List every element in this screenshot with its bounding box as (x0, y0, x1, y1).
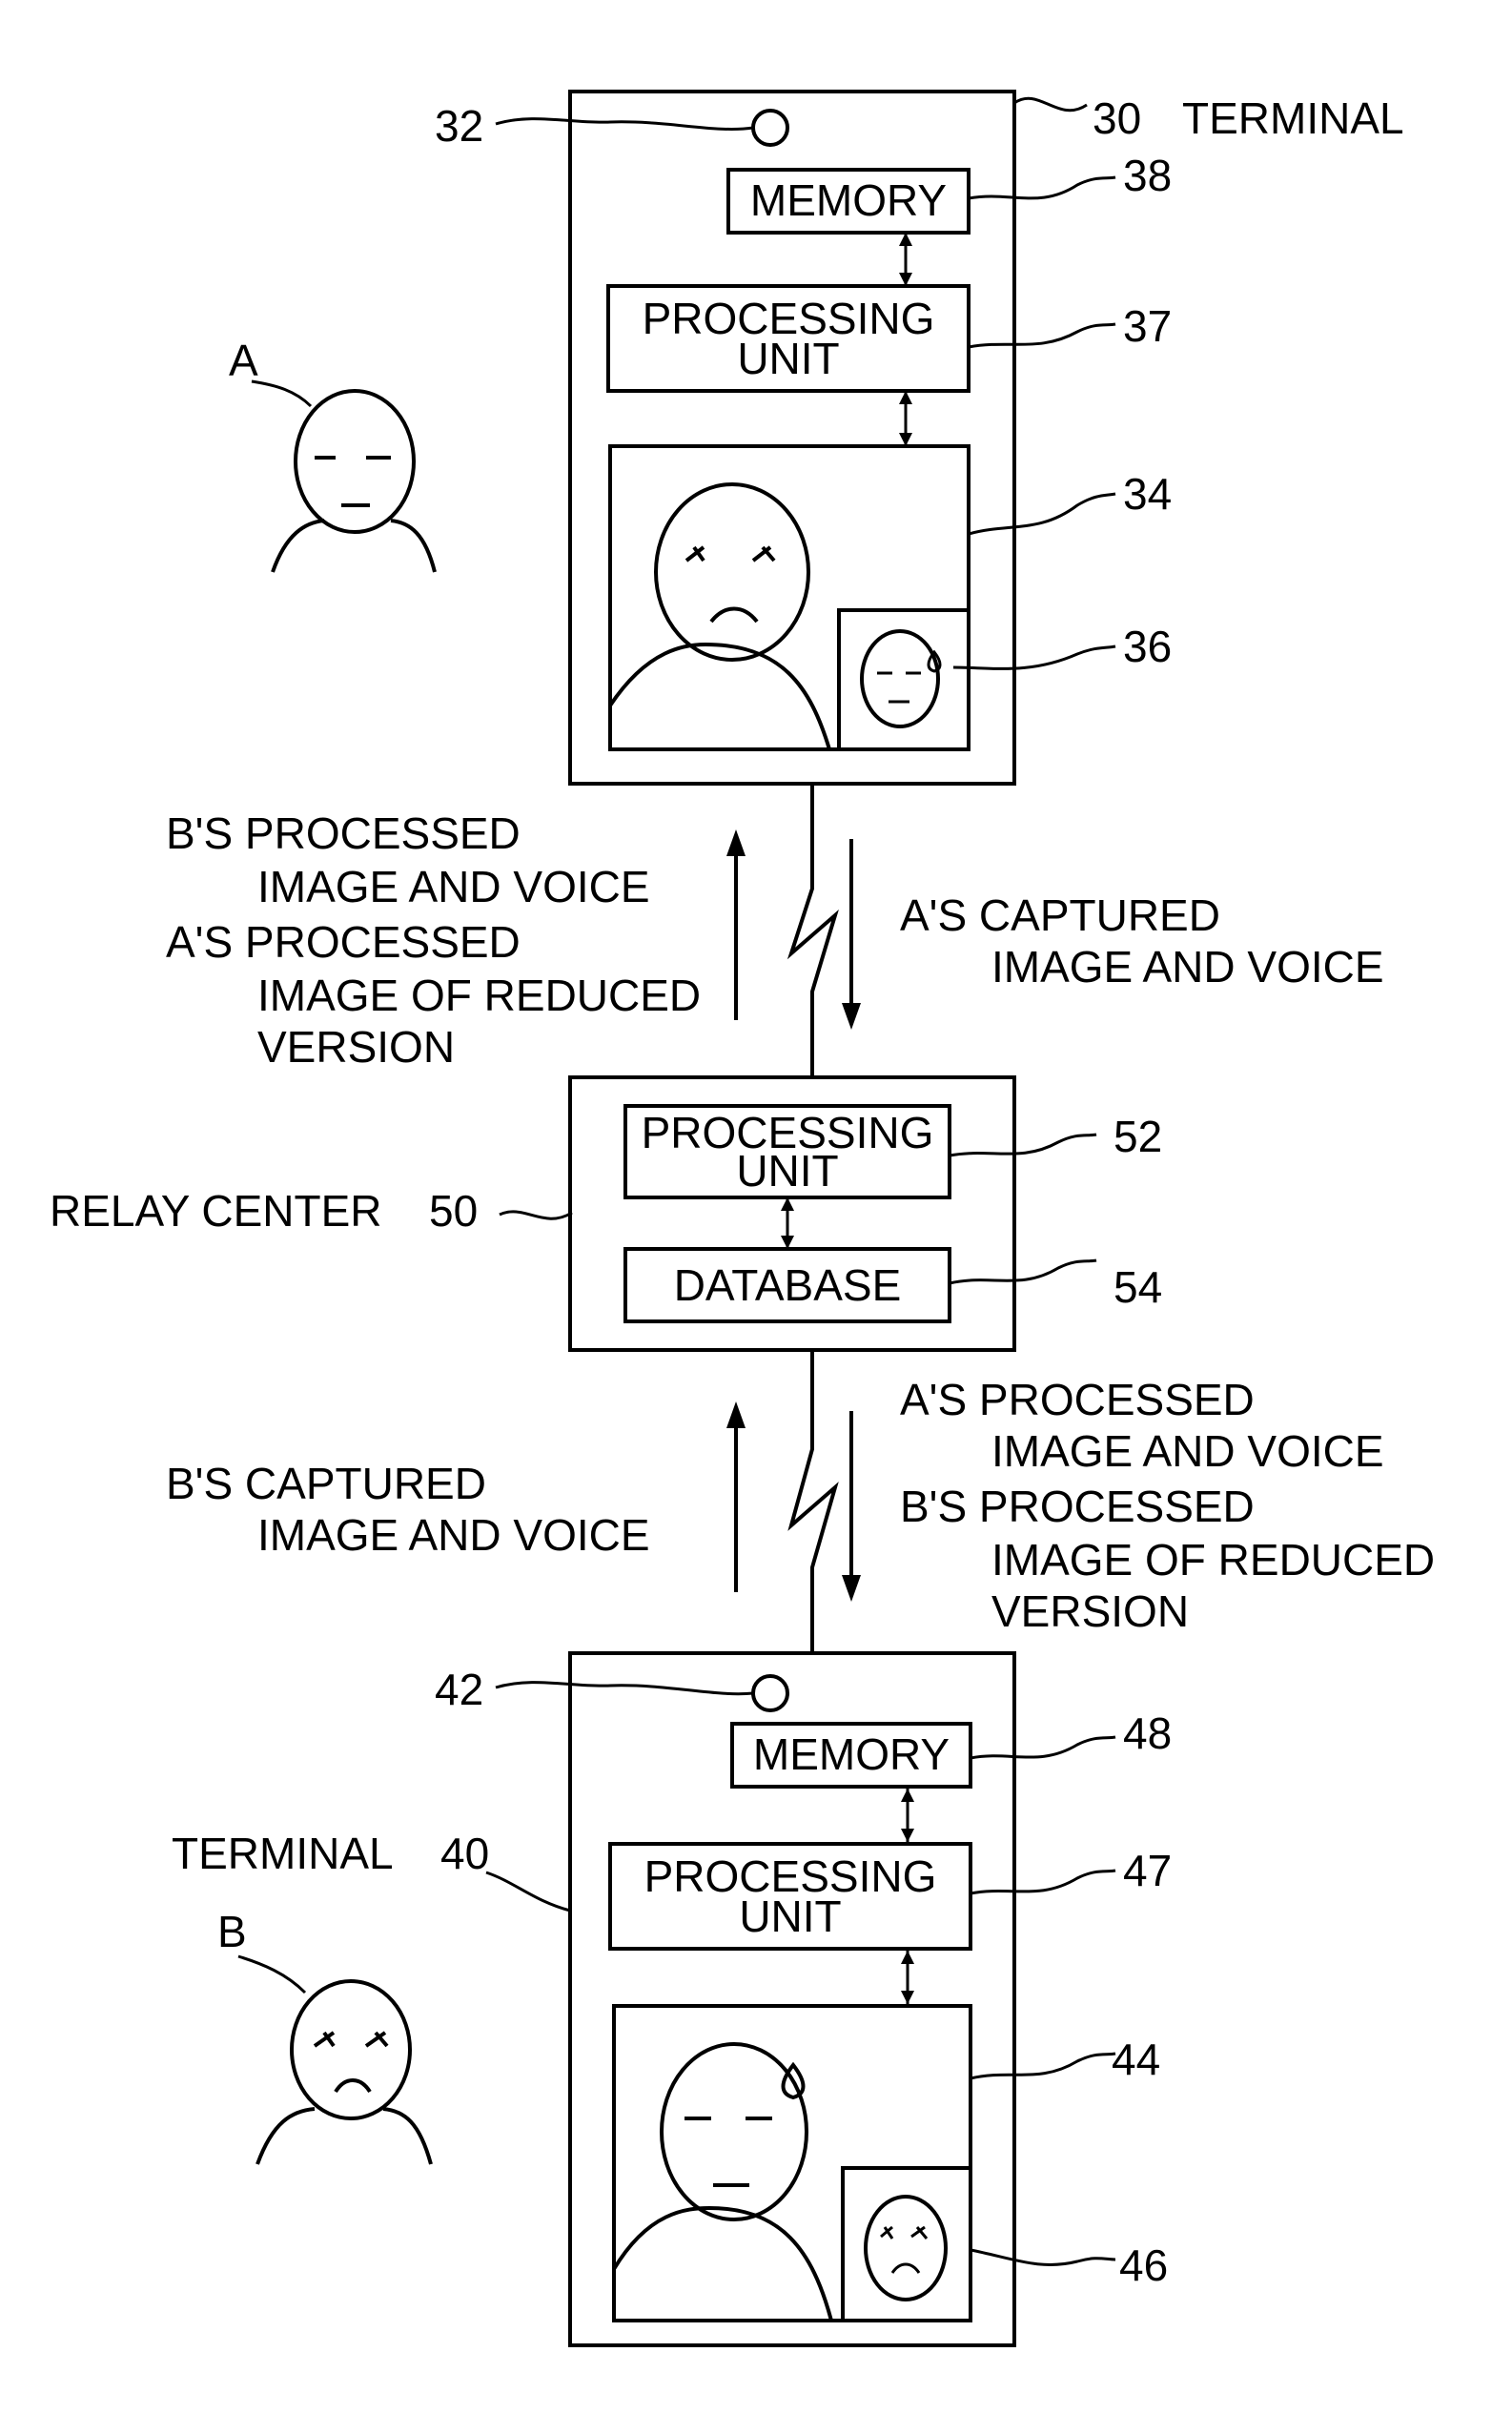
link-upper-down-line-2: IMAGE AND VOICE (991, 942, 1384, 992)
user-a-label: A (229, 336, 258, 385)
terminal-b-display-ref: 44 (1112, 2035, 1160, 2084)
terminal-b-ref: 40 (440, 1829, 489, 1878)
user-a-shoulders (273, 521, 435, 572)
terminal-a: 32 30 TERMINAL MEMORY 38 PROCESSING UNIT… (435, 92, 1404, 784)
terminal-a-ref-leader (1014, 98, 1087, 111)
link-lower-down-line-4: IMAGE OF REDUCED (991, 1535, 1435, 1585)
link-lower-down-line-2: IMAGE AND VOICE (991, 1426, 1384, 1476)
relay-center-ref: 50 (429, 1186, 478, 1236)
link-lower-signal (791, 1350, 835, 1653)
terminal-a-processing-label-2: UNIT (737, 334, 839, 383)
terminal-b-memory-ref: 48 (1123, 1708, 1172, 1758)
terminal-a-inset-ref: 36 (1123, 622, 1172, 671)
link-upper-up-arrow-head (726, 829, 746, 856)
link-lower-up-line-2: IMAGE AND VOICE (257, 1510, 650, 1560)
terminal-a-display-ref: 34 (1123, 469, 1172, 519)
relay-center-ref-leader (500, 1212, 572, 1218)
link-lower-down-arrow-head (842, 1575, 861, 1602)
link-lower: B'S CAPTURED IMAGE AND VOICE A'S PROCESS… (166, 1350, 1435, 1653)
link-upper-up-line-1: B'S PROCESSED (166, 808, 521, 858)
terminal-a-camera-ref: 32 (435, 101, 483, 151)
terminal-b-ref-leader (486, 1872, 570, 1911)
user-b-mouth (336, 2080, 370, 2092)
link-upper-down-line-1: A'S CAPTURED (900, 890, 1220, 940)
user-b-label: B (217, 1907, 247, 1956)
user-b-eyes (315, 2033, 387, 2046)
terminal-a-memory-ref: 38 (1123, 151, 1172, 200)
terminal-b-inset-ref: 46 (1119, 2240, 1168, 2290)
link-upper-down-arrow-head (842, 1003, 861, 1030)
user-b-face-icon (257, 1981, 431, 2164)
user-a-leader (252, 381, 311, 406)
user-a: A (229, 336, 435, 572)
relay-processing-ref: 52 (1114, 1112, 1162, 1161)
relay-processing-label-2: UNIT (736, 1146, 838, 1196)
link-lower-down-line-1: A'S PROCESSED (900, 1375, 1255, 1424)
relay-center-label: RELAY CENTER (50, 1186, 382, 1236)
user-b-head (292, 1981, 410, 2118)
terminal-a-processing-ref: 37 (1123, 301, 1172, 351)
link-upper-up-line-2: IMAGE AND VOICE (257, 862, 650, 911)
terminal-a-label: TERMINAL (1182, 93, 1404, 143)
terminal-a-memory-label: MEMORY (750, 175, 947, 225)
link-lower-down-line-3: B'S PROCESSED (900, 1482, 1255, 1531)
terminal-b-camera-ref: 42 (435, 1665, 483, 1714)
terminal-a-ref: 30 (1093, 93, 1141, 143)
terminal-b: 42 TERMINAL 40 MEMORY 48 PROCESSING UNIT… (172, 1653, 1172, 2345)
link-upper-up-line-5: VERSION (257, 1022, 455, 1072)
link-upper-up-line-4: IMAGE OF REDUCED (257, 971, 701, 1020)
link-upper-up-line-3: A'S PROCESSED (166, 917, 521, 967)
relay-database-label: DATABASE (674, 1260, 902, 1310)
user-b: B (217, 1907, 431, 2164)
terminal-b-processing-ref: 47 (1123, 1846, 1172, 1895)
relay-center: RELAY CENTER 50 PROCESSING UNIT 52 DATAB… (50, 1077, 1162, 1350)
user-a-face-icon (273, 391, 435, 572)
link-upper-signal (791, 784, 835, 1077)
link-lower-up-arrow-head (726, 1401, 746, 1428)
user-a-features (315, 458, 391, 505)
link-lower-up-line-1: B'S CAPTURED (166, 1459, 486, 1508)
terminal-b-label: TERMINAL (172, 1829, 394, 1878)
terminal-b-memory-label: MEMORY (753, 1729, 950, 1779)
link-lower-down-line-5: VERSION (991, 1586, 1189, 1636)
user-b-leader (238, 1956, 305, 1993)
link-upper: B'S PROCESSED IMAGE AND VOICE A'S PROCES… (166, 784, 1384, 1077)
user-a-head (296, 391, 414, 532)
relay-database-ref: 54 (1114, 1262, 1162, 1312)
terminal-b-processing-label-2: UNIT (739, 1892, 841, 1941)
